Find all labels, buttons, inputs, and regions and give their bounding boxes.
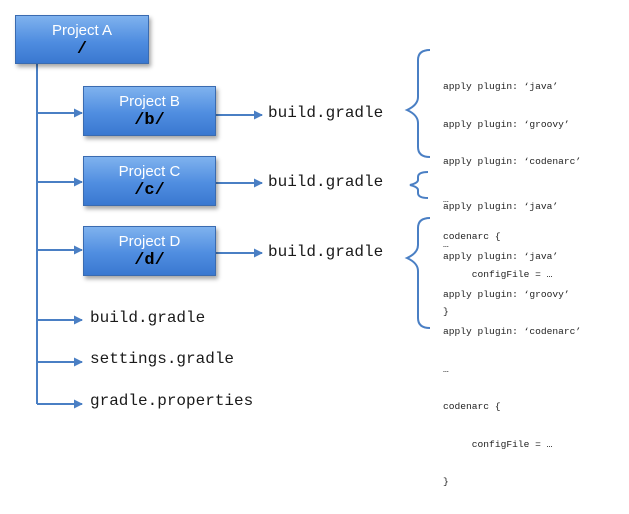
snippet-line: apply plugin: ‘groovy’: [443, 118, 570, 130]
snippet-line: }: [443, 306, 449, 317]
snippet-d: apply plugin: ‘java’ apply plugin: ‘groo…: [443, 226, 581, 514]
project-b-path: /b/: [134, 111, 165, 130]
project-b-box: Project B /b/: [83, 86, 216, 136]
snippet-line: …: [443, 193, 449, 205]
snippet-line: apply plugin: ‘java’: [443, 201, 559, 212]
snippet-line: configFile = …: [443, 438, 553, 450]
snippet-line: }: [443, 476, 449, 487]
project-c-build-file: build.gradle: [268, 173, 384, 191]
project-d-box: Project D /d/: [83, 226, 216, 276]
brace-b: [404, 49, 431, 158]
project-c-box: Project C /c/: [83, 156, 216, 206]
project-a-path: /: [76, 40, 88, 59]
snippet-line: apply plugin: ‘java’: [443, 81, 559, 92]
snippet-line: apply plugin: ‘codenarc’: [443, 326, 582, 337]
snippet-line: apply plugin: ‘groovy’: [443, 288, 570, 300]
project-d-build-file: build.gradle: [268, 243, 384, 261]
snippet-line: …: [443, 238, 449, 250]
snippet-line: apply plugin: ‘java’: [443, 251, 559, 262]
project-a-box: Project A /: [15, 15, 149, 64]
project-d-name: Project D: [118, 233, 181, 250]
snippet-line: codenarc {: [443, 231, 501, 242]
project-b-name: Project B: [119, 93, 180, 110]
snippet-line: apply plugin: ‘codenarc’: [443, 156, 582, 167]
project-c-name: Project C: [118, 163, 181, 180]
snippet-b: apply plugin: ‘java’ apply plugin: ‘groo…: [443, 56, 581, 344]
settings-file: settings.gradle: [90, 350, 235, 368]
brace-d: [404, 217, 431, 329]
snippet-line: configFile = …: [443, 268, 553, 280]
snippet-c: apply plugin: ‘java’ …: [443, 176, 558, 276]
properties-file: gradle.properties: [90, 392, 254, 410]
brace-c: [409, 171, 429, 199]
root-build-file: build.gradle: [90, 309, 206, 327]
connector-layer: [36, 49, 431, 409]
project-b-build-file: build.gradle: [268, 104, 384, 122]
project-structure-diagram: Project A / Project B /b/ Project C /c/ …: [15, 15, 581, 487]
project-c-path: /c/: [134, 181, 165, 200]
snippet-line: codenarc {: [443, 401, 501, 412]
project-d-path: /d/: [134, 251, 165, 270]
project-a-name: Project A: [51, 22, 113, 39]
snippet-line: …: [443, 363, 449, 375]
